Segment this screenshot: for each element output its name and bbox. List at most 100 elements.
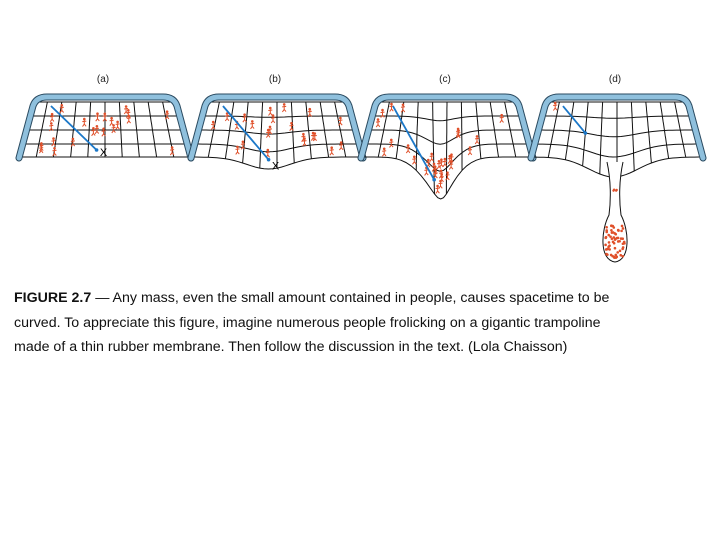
person-head xyxy=(40,142,43,145)
grid-line xyxy=(305,101,312,159)
person-icon xyxy=(499,113,504,123)
person-head xyxy=(376,118,380,121)
person-icon xyxy=(614,189,618,192)
person-icon xyxy=(169,146,175,156)
panel-c: (c) xyxy=(357,74,537,200)
person-body xyxy=(126,111,131,119)
grid-line xyxy=(35,101,48,158)
person-body xyxy=(59,106,64,114)
person-icon xyxy=(456,129,461,139)
person-icon xyxy=(329,146,334,156)
person-body xyxy=(442,160,448,167)
person-body xyxy=(429,155,434,162)
figure-caption: FIGURE 2.7 — Any mass, even the small am… xyxy=(14,286,714,360)
person-icon xyxy=(622,240,626,244)
person-head xyxy=(440,158,443,161)
trampoline-frame-fill xyxy=(358,94,536,161)
person-icon xyxy=(438,179,443,189)
person-body xyxy=(126,117,131,124)
person-body xyxy=(307,110,312,117)
person-icon xyxy=(604,243,607,247)
person-icon xyxy=(604,236,608,240)
person-head xyxy=(116,120,119,124)
person-icon xyxy=(619,253,623,257)
person-head xyxy=(102,127,105,131)
membrane-grid xyxy=(190,101,364,170)
person-icon xyxy=(618,249,622,253)
person-icon xyxy=(439,158,444,168)
person-icon xyxy=(338,141,344,151)
person-head xyxy=(53,147,56,150)
person-body xyxy=(82,120,87,127)
person-icon xyxy=(381,147,387,157)
person-body xyxy=(102,115,107,122)
person-body xyxy=(70,140,76,147)
person-head xyxy=(303,137,306,140)
person-icon xyxy=(617,229,620,232)
person-head xyxy=(448,154,452,158)
person-body xyxy=(49,124,54,132)
person-head xyxy=(50,122,53,125)
person-body xyxy=(380,111,385,118)
person-head xyxy=(468,146,472,149)
person-icon xyxy=(235,145,240,155)
person-body xyxy=(115,123,120,130)
person-body xyxy=(456,131,461,139)
person-head xyxy=(251,120,254,123)
person-body xyxy=(51,139,56,147)
person-head xyxy=(266,148,270,152)
person-body xyxy=(301,135,306,142)
person-icon xyxy=(400,103,406,113)
person-icon xyxy=(52,147,57,157)
person-body xyxy=(436,162,442,170)
person-body xyxy=(268,109,273,116)
person-body xyxy=(400,106,406,113)
membrane-grid xyxy=(360,101,534,200)
person-body xyxy=(445,173,450,181)
person-icon xyxy=(552,101,558,111)
person-head xyxy=(282,103,286,106)
person-head xyxy=(165,110,169,113)
person-icon xyxy=(606,253,609,256)
person-icon xyxy=(265,148,270,158)
mass-drop xyxy=(602,161,628,263)
person-head xyxy=(268,125,272,129)
person-head xyxy=(401,103,405,107)
person-icon xyxy=(436,160,442,170)
person-body xyxy=(552,104,558,111)
person-body xyxy=(38,146,44,154)
panel-label: (b) xyxy=(269,74,281,85)
grid-line xyxy=(259,101,264,169)
person-body xyxy=(310,134,316,141)
person-icon xyxy=(438,169,444,179)
person-head xyxy=(433,165,437,169)
person-body xyxy=(123,107,129,115)
person-icon xyxy=(614,253,618,257)
person-body xyxy=(52,149,57,157)
person-head xyxy=(269,106,272,110)
person-head xyxy=(436,184,439,188)
person-icon xyxy=(426,158,431,168)
arrow-head-icon xyxy=(266,157,271,162)
person-icon xyxy=(429,152,434,162)
person-body xyxy=(109,119,114,126)
caption-line-1: — Any mass, even the small amount contai… xyxy=(91,290,610,306)
person-icon xyxy=(616,251,620,254)
person-head xyxy=(236,145,239,149)
grid-line xyxy=(475,101,482,159)
person-head xyxy=(127,114,131,118)
grid-line xyxy=(599,101,604,175)
person-head xyxy=(339,141,343,144)
person-head xyxy=(50,112,54,116)
person-icon xyxy=(91,127,96,137)
person-icon xyxy=(270,114,276,124)
person-icon xyxy=(109,116,114,126)
person-body xyxy=(242,116,247,123)
person-body xyxy=(111,126,116,134)
person-icon xyxy=(289,121,294,131)
person-body xyxy=(250,122,255,130)
person-icon xyxy=(310,131,316,141)
person-body xyxy=(224,114,230,122)
person-body xyxy=(381,150,387,157)
person-body xyxy=(426,161,431,168)
